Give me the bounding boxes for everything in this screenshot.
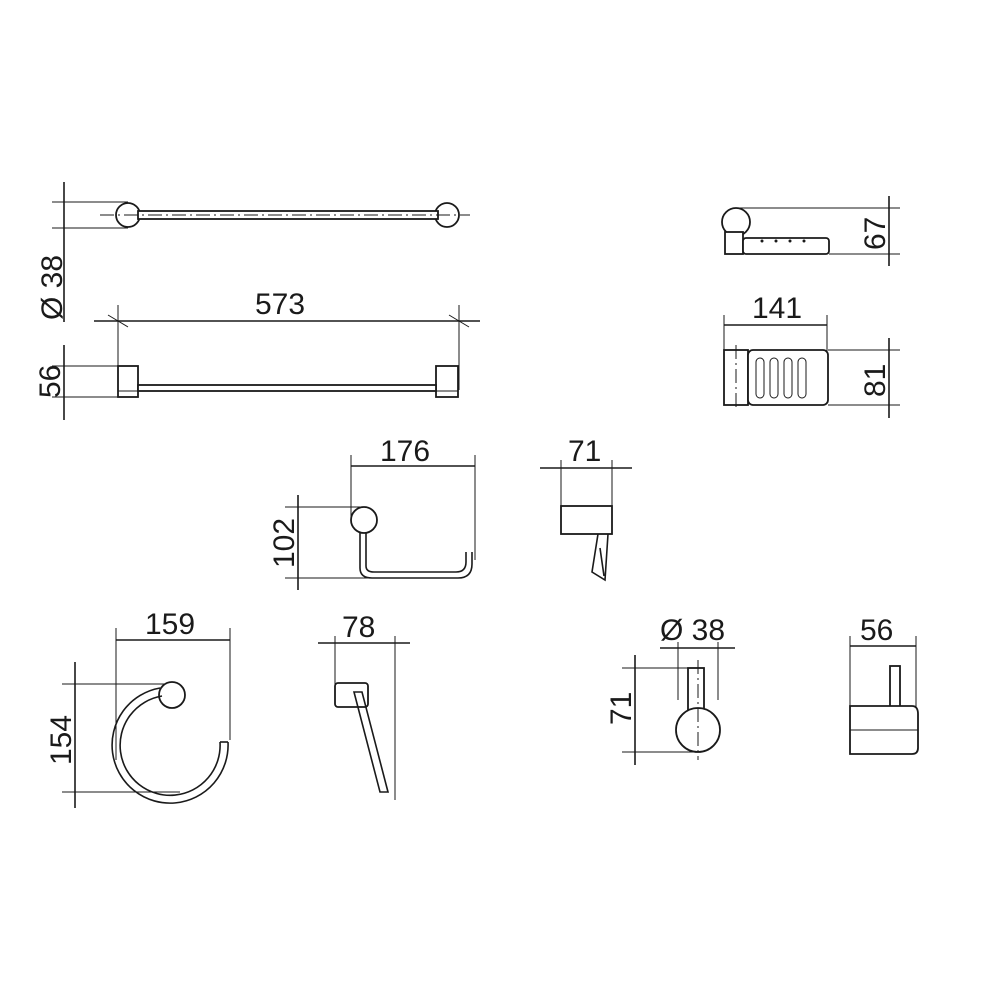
paper-width-label: 176 [380, 435, 430, 468]
bar-length-label: 573 [255, 288, 305, 321]
ring-height-label: 154 [45, 715, 78, 765]
bar-height-label: 56 [34, 365, 67, 398]
bar-diameter-label: Ø 38 [36, 255, 69, 320]
paper-holder-side-view: 71 [540, 435, 632, 582]
hook-depth-label: 56 [860, 614, 893, 647]
towel-ring-side-view: 78 [318, 611, 410, 800]
towel-bar-front-view: 573 56 [34, 288, 480, 420]
ring-width-label: 159 [145, 608, 195, 641]
robe-hook-side-view: 56 [849, 614, 919, 755]
paper-depth-label: 71 [568, 435, 601, 468]
hook-diameter-label: Ø 38 [660, 614, 725, 647]
hook-height-label: 71 [605, 692, 638, 725]
soap-height-label: 67 [859, 217, 892, 250]
towel-ring-front-view: 159 154 [45, 608, 231, 808]
paper-height-label: 102 [268, 518, 301, 568]
ring-depth-label: 78 [342, 611, 375, 644]
paper-holder-front-view: 176 102 [268, 435, 476, 590]
soap-width-label: 141 [752, 292, 802, 325]
robe-hook-front-view: Ø 38 71 [605, 614, 735, 765]
soap-dish-side-view: 67 [721, 196, 900, 266]
towel-bar-top-view: Ø 38 [36, 182, 470, 322]
soap-depth-label: 81 [859, 364, 892, 397]
soap-dish-top-view: 141 81 [723, 292, 900, 418]
